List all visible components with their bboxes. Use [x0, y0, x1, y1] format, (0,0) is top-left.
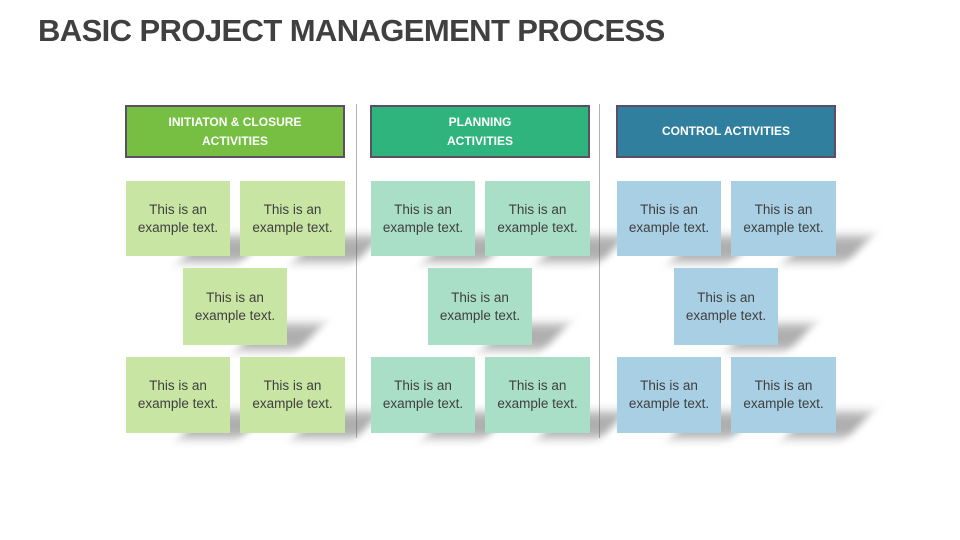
activity-card-text: This is an example text. [439, 289, 521, 323]
slide-title: BASIC PROJECT MANAGEMENT PROCESS [38, 13, 665, 48]
column-header-label: CONTROL ACTIVITIES [661, 124, 790, 138]
activity-card: This is an example text. [428, 268, 568, 350]
activity-card: This is an example text. [485, 181, 626, 261]
column-header-label: PLANNING ACTIVITIES [446, 114, 513, 148]
column-control: CONTROL ACTIVITIES This is an example te… [616, 105, 872, 445]
activity-card: This is an example text. [126, 181, 266, 261]
activity-card: This is an example text. [240, 181, 381, 261]
activity-card-text: This is an example text. [743, 378, 824, 411]
activity-card-text: This is an example text. [628, 201, 710, 235]
activity-card-text: This is an example text. [628, 378, 710, 411]
column-header-planning: PLANNING ACTIVITIES [370, 105, 590, 158]
activity-card: This is an example text. [240, 357, 381, 438]
column-header-label: INITIATON & CLOSURE ACTIVITIES [168, 114, 302, 148]
activity-card-text: This is an example text. [497, 378, 578, 411]
activity-card-text: This is an example text. [252, 201, 333, 235]
activity-card: This is an example text. [371, 181, 511, 261]
activity-card-text: This is an example text. [685, 289, 767, 323]
activity-card-text: This is an example text. [137, 378, 219, 411]
column-header-initiation-closure: INITIATON & CLOSURE ACTIVITIES [125, 105, 345, 158]
activity-card-text: This is an example text. [137, 201, 219, 235]
activity-card: This is an example text. [617, 181, 757, 261]
column-divider-2 [599, 104, 600, 438]
activity-card-text: This is an example text. [252, 378, 333, 411]
activity-card: This is an example text. [617, 357, 757, 438]
column-initiation-closure: INITIATON & CLOSURE ACTIVITIES This is a… [125, 105, 381, 445]
activity-card: This is an example text. [183, 268, 323, 350]
activity-card: This is an example text. [485, 357, 626, 438]
activity-card: This is an example text. [731, 357, 872, 438]
activity-card: This is an example text. [371, 357, 511, 438]
activity-card: This is an example text. [126, 357, 266, 438]
activity-card-text: This is an example text. [382, 201, 464, 235]
activity-card: This is an example text. [731, 181, 872, 261]
column-header-control: CONTROL ACTIVITIES [616, 105, 836, 158]
activity-card: This is an example text. [674, 268, 814, 350]
column-planning: PLANNING ACTIVITIES This is an example t… [370, 105, 626, 445]
activity-card-text: This is an example text. [743, 201, 824, 235]
activity-card-text: This is an example text. [382, 378, 464, 411]
activity-card-text: This is an example text. [497, 201, 578, 235]
column-divider-1 [356, 104, 357, 438]
activity-card-text: This is an example text. [194, 289, 276, 323]
